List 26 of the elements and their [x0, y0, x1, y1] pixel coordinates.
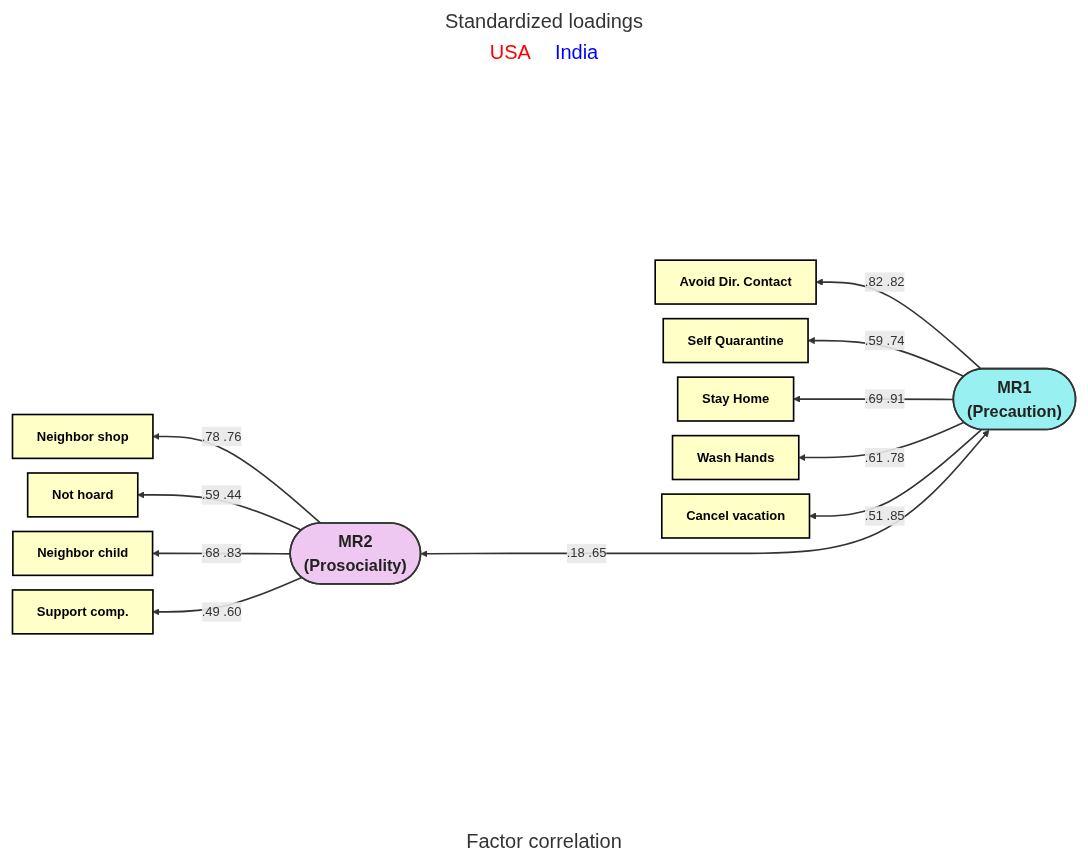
node-box: Neighbor shop: [11, 413, 154, 460]
node-box: Neighbor child: [12, 530, 154, 577]
edge-label: .49 .60: [201, 604, 242, 619]
node-box: Not hoard: [26, 472, 139, 518]
edge-label: .68 .83: [201, 546, 242, 560]
node-box: Self Quarantine: [662, 317, 809, 364]
arrow: [809, 428, 983, 520]
node-box: Wash Hands: [671, 434, 800, 481]
heading: Standardized loadings: [445, 10, 643, 33]
legend-label: India: [554, 41, 599, 64]
edge-label: .59 .44: [201, 487, 242, 502]
edge-label: .18 .65: [566, 546, 607, 560]
edge-label: .61 .78: [864, 450, 905, 465]
arrow: [152, 432, 322, 525]
edge-label: .82 .82: [864, 274, 905, 289]
legend-label: USA: [489, 41, 531, 64]
edge-label: .78 .76: [201, 429, 242, 443]
axis-note: Factor correlation: [466, 830, 622, 853]
edge-label: .51 .85: [864, 508, 905, 523]
node-box: Stay Home: [676, 376, 795, 422]
node-box: Avoid Dir. Contact: [654, 259, 817, 305]
edge-label: .69 .91: [864, 391, 905, 406]
arrow: [420, 429, 990, 558]
edge-label: .59 .74: [864, 333, 905, 348]
node-box: Support comp.: [11, 589, 154, 635]
node-box: Cancel vacation: [661, 493, 811, 539]
